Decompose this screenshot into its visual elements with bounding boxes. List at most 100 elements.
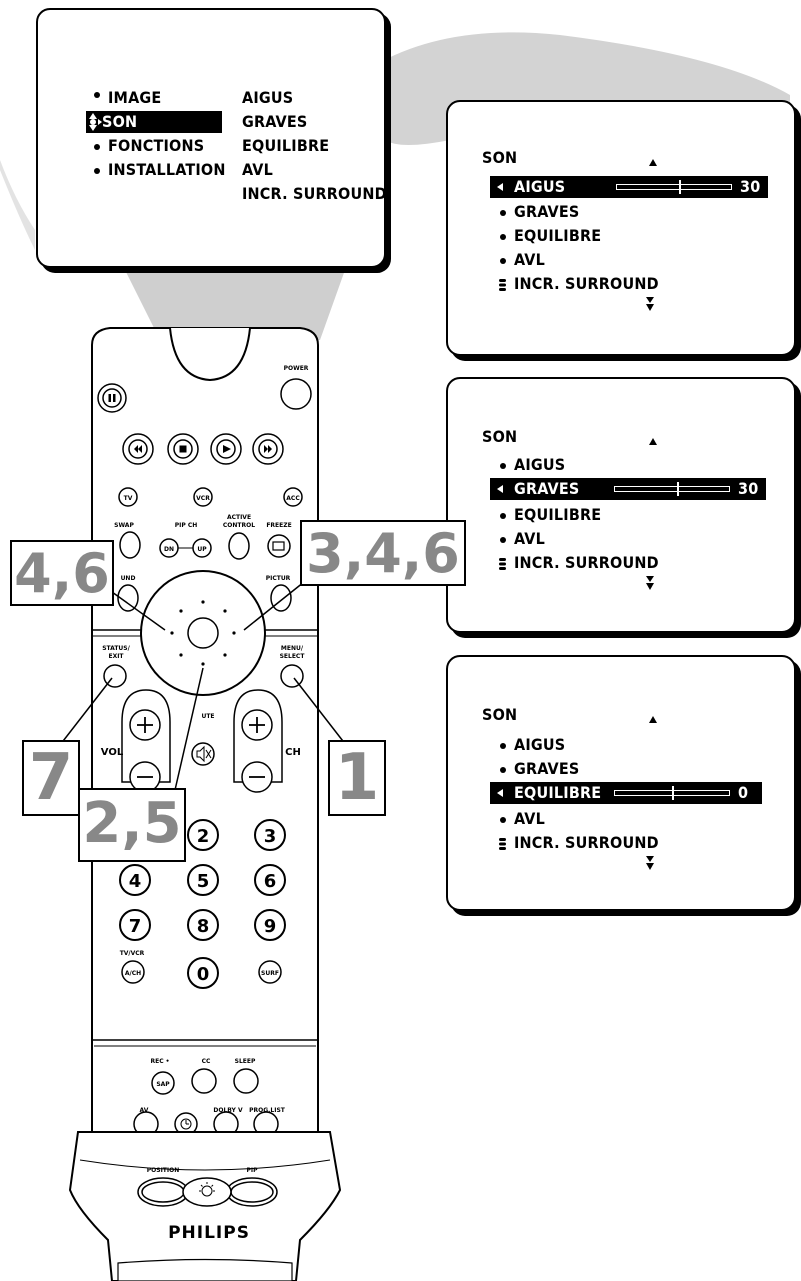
acc-button[interactable] — [283, 487, 303, 507]
callout-pointer-2-5 — [174, 667, 204, 791]
item-bullet — [500, 463, 506, 469]
exit-label: EXIT — [108, 653, 124, 660]
menu-select-button[interactable] — [280, 664, 304, 688]
av-label: AV — [140, 1107, 149, 1114]
mute-button[interactable] — [191, 742, 215, 766]
menu-label: MENU/ — [281, 645, 304, 652]
callout-step-7: 7 — [22, 740, 80, 816]
menu-item-son[interactable]: SON — [102, 112, 138, 131]
slider-knob[interactable] — [672, 786, 674, 800]
ach-label: A/CH — [125, 970, 141, 977]
dn-label: DN — [164, 546, 174, 553]
swap-button[interactable] — [119, 531, 141, 559]
rec-sap-button[interactable] — [151, 1071, 175, 1095]
menu-item-son-highlight[interactable] — [86, 111, 222, 133]
pip-ch-up-button[interactable] — [192, 538, 212, 558]
row-equilibre[interactable]: EQUILIBRE — [514, 505, 602, 524]
row-incr-surround[interactable]: INCR. SURROUND — [514, 553, 659, 572]
row-equilibre-selected[interactable] — [490, 782, 762, 804]
light-button[interactable] — [182, 1177, 232, 1207]
row-aigus[interactable]: AIGUS — [514, 455, 566, 474]
row-avl[interactable]: AVL — [514, 529, 545, 548]
cc-label: CC — [202, 1058, 211, 1065]
row-graves[interactable]: GRAVES — [514, 759, 580, 778]
digit-buttons — [119, 819, 286, 989]
left-arrow-icon — [497, 485, 503, 493]
acc-label: ACC — [286, 495, 300, 502]
scroll-up-icon — [649, 438, 657, 445]
philips-logo: PHILIPS — [168, 1223, 250, 1243]
navigation-dots — [170, 600, 236, 666]
menu-bullet — [94, 144, 100, 150]
submenu-avl: AVL — [242, 160, 273, 179]
son-panel-equilibre: SON AIGUS GRAVES EQUILIBRE 0 AVL INCR. S… — [446, 655, 796, 911]
active-label: ACTIVE — [227, 514, 251, 521]
active-control-button[interactable] — [228, 532, 250, 560]
tv-vcr-ach-button[interactable] — [121, 960, 145, 984]
callout-step-1: 1 — [328, 740, 386, 816]
menu-bullet — [94, 168, 100, 174]
vcr-button[interactable] — [193, 487, 213, 507]
digit-4-label: 4 — [129, 871, 142, 892]
row-aigus[interactable]: AIGUS — [514, 735, 566, 754]
submenu-equilibre: EQUILIBRE — [242, 136, 330, 155]
row-avl[interactable]: AVL — [514, 809, 545, 828]
row-aigus-selected[interactable] — [490, 176, 768, 198]
slider-knob[interactable] — [677, 482, 679, 496]
row-label: AIGUS — [514, 177, 566, 196]
picture-button[interactable] — [270, 584, 292, 612]
slider-knob[interactable] — [679, 180, 681, 194]
digit-3-button[interactable] — [254, 819, 286, 851]
level-slider[interactable] — [616, 180, 732, 194]
digit-3-label: 3 — [264, 826, 277, 847]
digit-4-button[interactable] — [119, 864, 151, 896]
digit-9-button[interactable] — [254, 909, 286, 941]
ch-label: CH — [285, 747, 301, 758]
surf-button[interactable] — [258, 960, 282, 984]
digit-2-button[interactable] — [187, 819, 219, 851]
picture-label: PICTUR — [266, 575, 291, 582]
menu-item-image[interactable]: IMAGE — [108, 88, 162, 107]
menu-item-fonctions[interactable]: FONCTIONS — [108, 136, 205, 155]
level-slider[interactable] — [614, 786, 730, 800]
sleep-button[interactable] — [233, 1068, 259, 1094]
power-button[interactable] — [280, 378, 312, 410]
row-label: EQUILIBRE — [514, 783, 602, 802]
more-icon — [499, 558, 506, 570]
digit-2-label: 2 — [197, 826, 210, 847]
dolby-v-label: DOLBY V — [213, 1107, 243, 1114]
cc-button[interactable] — [191, 1068, 217, 1094]
freeze-button[interactable] — [267, 534, 291, 558]
scroll-up-icon — [649, 716, 657, 723]
row-graves[interactable]: GRAVES — [514, 202, 580, 221]
item-bullet — [500, 210, 506, 216]
row-avl[interactable]: AVL — [514, 250, 545, 269]
item-bullet — [500, 743, 506, 749]
menu-item-installation[interactable]: INSTALLATION — [108, 160, 226, 179]
sound-button[interactable] — [117, 584, 139, 612]
control-label: CONTROL — [223, 522, 255, 529]
digit-0-button[interactable] — [187, 957, 219, 989]
row-equilibre[interactable]: EQUILIBRE — [514, 226, 602, 245]
item-bullet — [500, 817, 506, 823]
scroll-down-icon — [646, 856, 654, 870]
level-slider[interactable] — [614, 482, 730, 496]
left-arrow-icon — [497, 183, 503, 191]
tv-label: TV — [124, 495, 133, 502]
digit-6-button[interactable] — [254, 864, 286, 896]
lightbulb-icon — [199, 1182, 215, 1197]
pip-label: PIP — [246, 1167, 258, 1174]
item-bullet — [500, 767, 506, 773]
freeze-icon — [272, 541, 285, 551]
panel-title: SON — [482, 148, 518, 167]
row-graves-selected[interactable] — [490, 478, 766, 500]
digit-7-button[interactable] — [119, 909, 151, 941]
digit-5-button[interactable] — [187, 864, 219, 896]
navigation-center-button[interactable] — [187, 617, 219, 649]
digit-8-button[interactable] — [187, 909, 219, 941]
sap-label: SAP — [156, 1081, 170, 1088]
tv-button[interactable] — [118, 487, 138, 507]
callout-pointer-4-6 — [111, 591, 166, 631]
row-incr-surround[interactable]: INCR. SURROUND — [514, 274, 659, 293]
row-incr-surround[interactable]: INCR. SURROUND — [514, 833, 659, 852]
